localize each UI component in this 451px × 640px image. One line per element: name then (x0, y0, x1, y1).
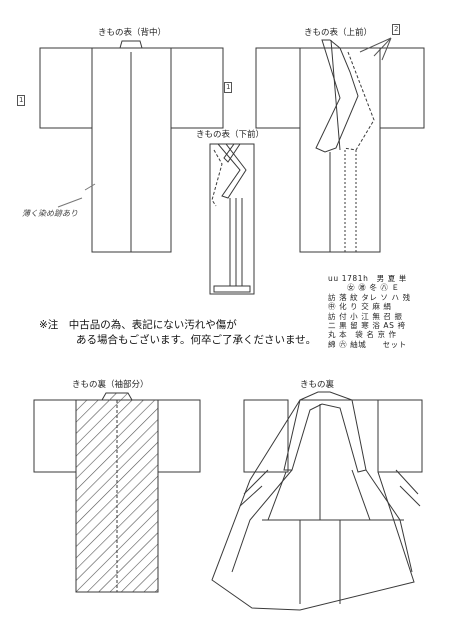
code-grid-row: 綿 ㊅ 紬城 セット (328, 339, 407, 349)
code-grid-row: 訪 付 小 江 無 召 振 (328, 311, 403, 321)
marker-2: 2 (392, 24, 401, 35)
label-front-lower: きもの表（下前） (196, 130, 265, 140)
lining-collar (283, 391, 367, 473)
code-grid-row: ㊥ 化 り 交 麻 絹 (328, 302, 392, 312)
back-collar (119, 40, 143, 49)
lower-collar (216, 143, 247, 199)
kimono-lining-view (211, 391, 423, 611)
lining-sleeve-collar (101, 392, 133, 401)
lower-body (209, 143, 255, 295)
lining-left-sleeve-2 (243, 399, 289, 473)
note-leader-line (57, 183, 96, 208)
label-front-upper: きもの表（上前） (304, 28, 373, 38)
marker2-leader (359, 37, 392, 61)
front-right-sleeve (379, 47, 425, 129)
code-grid-row: uu 1781h 男 夏 単 (328, 274, 407, 283)
front-collar (315, 39, 359, 153)
handwritten-note: 薄く染め跡あり (22, 209, 78, 218)
kimono-lining-sleeve-view (33, 392, 201, 593)
notice-line-1: ※注 中古品の為、表記にない汚れや傷が (39, 319, 237, 331)
code-grid-row: ㊛ ㊜ 冬 ㊇ Ｅ (328, 283, 400, 293)
back-left-sleeve (39, 47, 93, 129)
label-lining-sleeve: きもの裏（袖部分） (72, 380, 149, 390)
lining-main-body (211, 399, 415, 611)
lower-hidden-flap (211, 149, 223, 207)
marker-1-right: 1 (224, 82, 233, 93)
code-grid-row: 二 黒 留 寒 浴 AS 袴 (328, 321, 406, 331)
kimono-back-view (39, 40, 224, 253)
label-lining: きもの裏 (300, 380, 335, 390)
back-right-sleeve (170, 47, 224, 129)
front-hidden-flap (343, 51, 375, 151)
code-grid-row: 訪 落 紋 タレ ソ ハ 残 (328, 292, 411, 302)
kimono-front-upper-view (255, 37, 425, 253)
label-back: きもの表（背中） (98, 28, 167, 38)
lining-left-sleeve (33, 399, 77, 473)
kimono-front-lower-view (209, 143, 255, 295)
lining-right-sleeve (157, 399, 201, 473)
lining-right-sleeve-2 (377, 399, 423, 473)
notice-line-2: ある場合もございます。何卒ご了承くださいませ。 (76, 334, 317, 346)
marker-1-left: 1 (17, 95, 26, 106)
front-left-sleeve (255, 47, 301, 129)
code-grid: uu 1781h 男 夏 単 ㊛ ㊜ 冬 ㊇ Ｅ 訪 落 紋 タレ ソ ハ 残 … (328, 274, 411, 349)
code-grid-row: 丸 本 袋 名 京 作 (328, 330, 397, 340)
